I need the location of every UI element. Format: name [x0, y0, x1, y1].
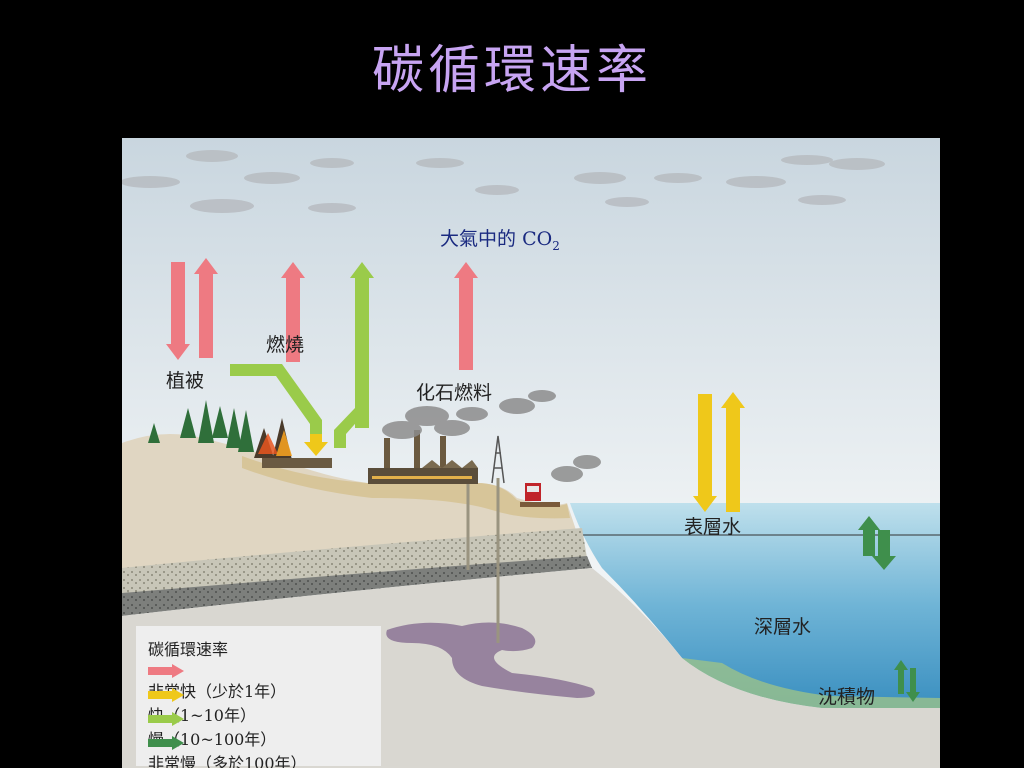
- legend-item-very-fast: 非常快（少於1年）: [148, 664, 286, 701]
- arrow-deepwater-exchange: [858, 516, 896, 570]
- surface-water-label: 表層水: [684, 516, 742, 538]
- atmosphere-co2-label: 大氣中的 CO2: [440, 228, 560, 253]
- seabed-sediment: [682, 658, 940, 708]
- arrow-combustion-up: [281, 262, 305, 362]
- arrow-icon: [148, 688, 184, 702]
- truck: [520, 483, 560, 507]
- fossil-fuel-label: 化石燃料: [416, 382, 493, 404]
- carbon-cycle-diagram: 大氣中的 CO2 燃燒 植被 化石燃料 表層水 深層水 沈積物 碳循環速率 非常…: [122, 138, 940, 768]
- arrow-yellow-into-soil: [304, 434, 328, 456]
- topsoil: [242, 456, 570, 519]
- arrow-ocean-down: [693, 394, 717, 512]
- legend-item-fast: 快（1~10年）: [148, 688, 256, 725]
- rock-layer-lower: [122, 556, 592, 616]
- oil-derrick: [491, 435, 505, 484]
- arrow-icon: [148, 736, 184, 750]
- factory: [368, 430, 478, 484]
- legend: 碳循環速率 非常快（少於1年） 快（1~10年） 慢（10~100年） 非常慢（…: [136, 626, 381, 768]
- arrow-icon: [148, 664, 184, 678]
- arrow-vegetation-up: [194, 258, 218, 358]
- deep-water-label: 深層水: [754, 616, 812, 638]
- arrow-ocean-up: [721, 392, 745, 512]
- arrow-fossil-up: [454, 262, 478, 370]
- combustion-label: 燃燒: [266, 334, 305, 356]
- arrow-vegetation-down: [166, 262, 190, 360]
- legend-item-slow: 慢（10~100年）: [148, 712, 276, 749]
- arrow-green-to-soil: [230, 364, 322, 438]
- legend-title: 碳循環速率: [148, 640, 229, 659]
- forest-fire: [254, 418, 332, 468]
- forest: [148, 400, 254, 452]
- vegetation-label: 植被: [166, 370, 205, 392]
- sediment-label: 沈積物: [818, 686, 876, 708]
- oil-reservoir: [386, 622, 595, 698]
- arrow-sediment-exchange: [894, 660, 920, 702]
- rock-layer-upper: [122, 528, 587, 598]
- legend-item-very-slow: 非常慢（多於100年）: [148, 736, 307, 768]
- clouds: [122, 150, 885, 213]
- smoke: [382, 390, 601, 482]
- slide-title: 碳循環速率: [371, 41, 652, 101]
- arrow-icon: [148, 712, 184, 726]
- arrow-soil-up: [334, 262, 374, 448]
- ocean: [570, 503, 940, 708]
